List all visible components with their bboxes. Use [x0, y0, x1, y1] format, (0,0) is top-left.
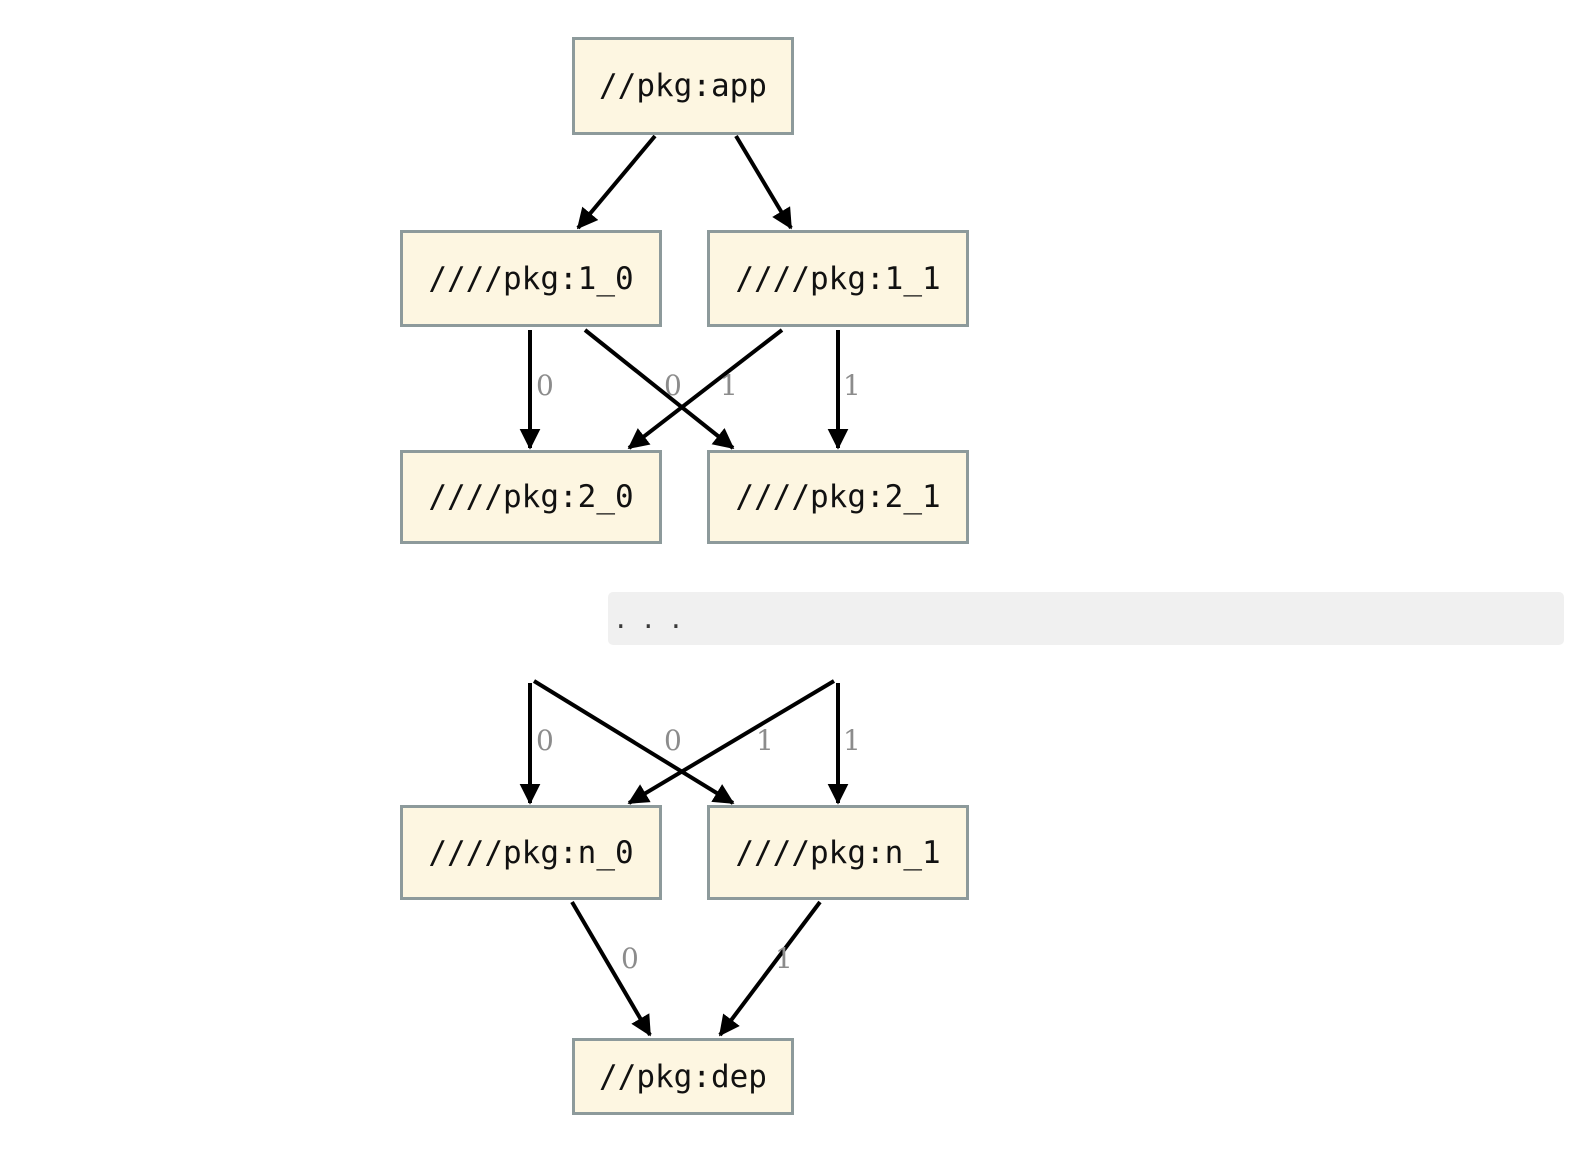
ellipsis-separator-band: ...: [608, 592, 1564, 645]
edge-label: 1: [720, 369, 738, 402]
edge-label: 0: [664, 369, 682, 402]
node-label: ////pkg:2_0: [428, 479, 634, 515]
edge-label: 0: [664, 724, 682, 757]
node-label: ////pkg:2_1: [735, 479, 941, 515]
edge-lines: [519, 134, 849, 1037]
node-label: //pkg:dep: [599, 1058, 767, 1095]
node-1_1[interactable]: ////pkg:1_1: [707, 230, 969, 327]
edge-line: [532, 679, 735, 805]
edge-line: [627, 328, 784, 450]
edge-label: 1: [843, 369, 861, 402]
node-1_0[interactable]: ////pkg:1_0: [400, 230, 662, 327]
node-label: ////pkg:1_0: [428, 260, 634, 297]
edge-line: [570, 900, 652, 1037]
edge-label: 1: [775, 942, 793, 975]
node-n_0[interactable]: ////pkg:n_0: [400, 805, 662, 900]
edge-line: [583, 328, 735, 450]
node-2_0[interactable]: ////pkg:2_0: [400, 450, 662, 544]
node-label: ////pkg:1_1: [735, 260, 941, 297]
node-app[interactable]: //pkg:app: [572, 37, 794, 135]
edge-label: 0: [621, 942, 639, 975]
edge-line: [734, 134, 793, 230]
edge-label: 0: [536, 724, 554, 757]
node-dep[interactable]: //pkg:dep: [572, 1038, 794, 1115]
node-label: //pkg:app: [599, 68, 767, 104]
edge-line: [627, 679, 836, 805]
edge-label: 0: [536, 369, 554, 402]
edge-label: 1: [756, 724, 774, 757]
ellipsis-dots: ...: [616, 600, 699, 636]
edge-line: [576, 134, 657, 230]
edge-label: 1: [843, 724, 861, 757]
node-label: ////pkg:n_1: [735, 834, 941, 871]
node-label: ////pkg:n_0: [428, 834, 634, 871]
node-2_1[interactable]: ////pkg:2_1: [707, 450, 969, 544]
node-n_1[interactable]: ////pkg:n_1: [707, 805, 969, 900]
edge-line: [718, 900, 822, 1037]
